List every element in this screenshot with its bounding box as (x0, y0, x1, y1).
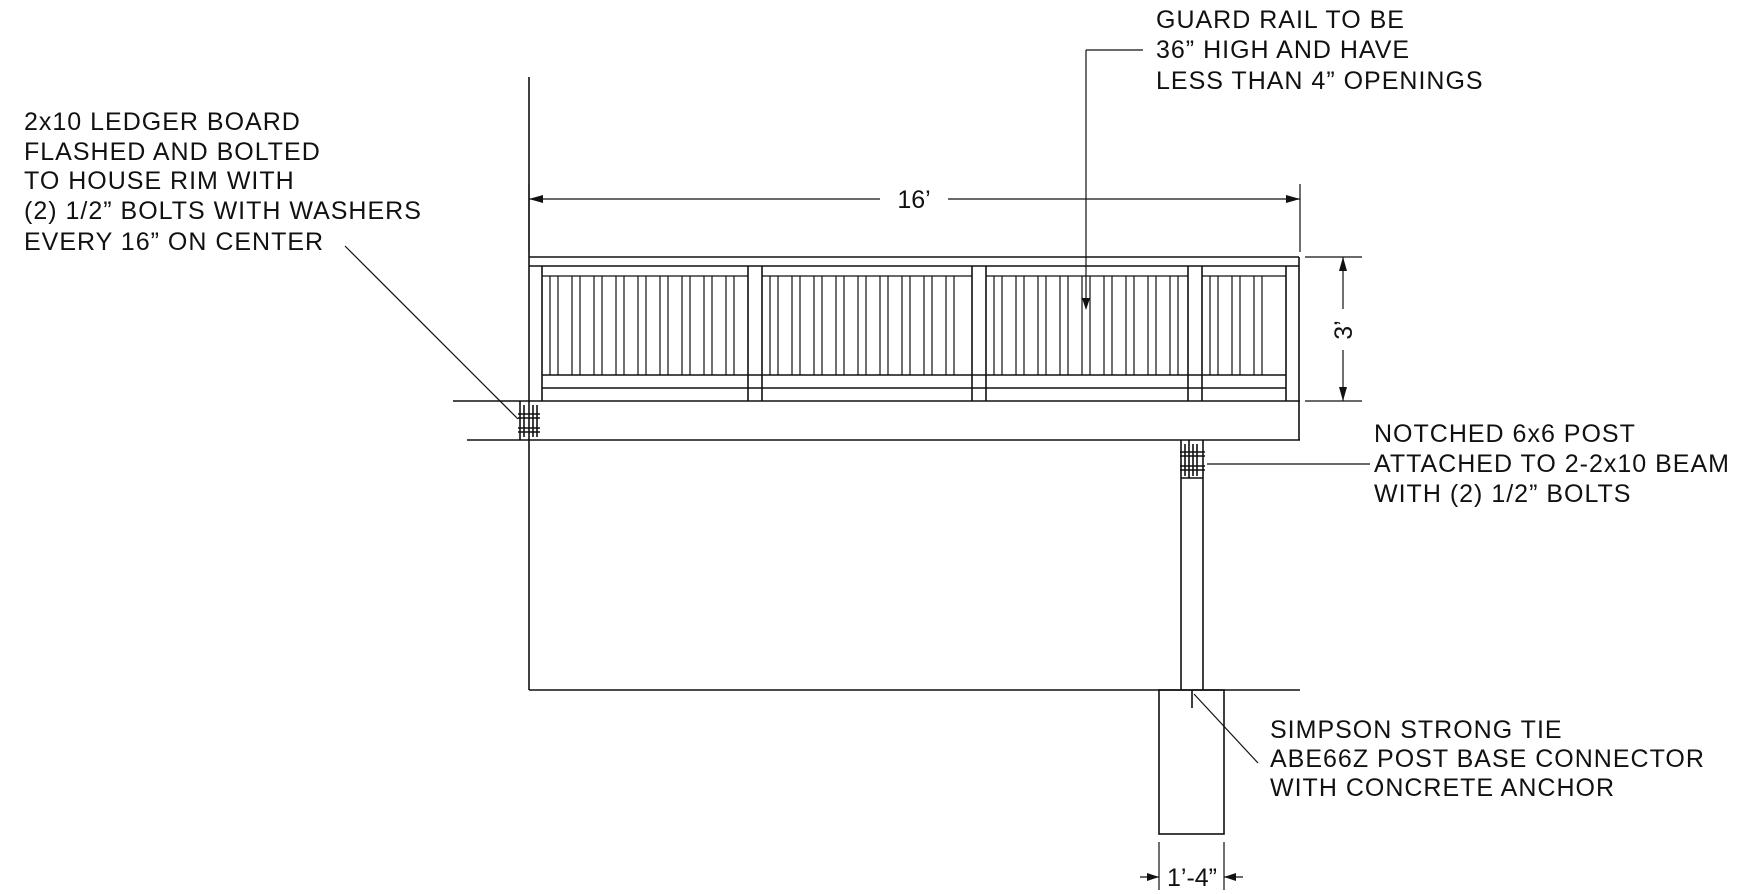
rail-height-dimension (1305, 256, 1362, 402)
post-note: NOTCHED 6x6 POST ATTACHED TO 2-2x10 BEAM… (1374, 420, 1738, 508)
ledger-note: 2x10 LEDGER BOARD FLASHED AND BOLTED TO … (24, 108, 430, 256)
footing-width-dimension (1140, 842, 1243, 890)
rail-post (747, 266, 763, 401)
guard-rail-note: GUARD RAIL TO BE 36” HIGH AND HAVE LESS … (1156, 6, 1484, 95)
rail-post (971, 266, 987, 401)
deck-width-label: 16’ (897, 186, 930, 214)
guard-rail-leader (1082, 49, 1143, 310)
simpson-leader (1193, 693, 1259, 764)
footing-width-label: 1’-4” (1167, 864, 1217, 892)
beam-bolt-detail (1180, 444, 1205, 476)
rail-post (1187, 266, 1203, 401)
concrete-footing (1158, 689, 1225, 835)
rail-height-label: 3’ (1330, 320, 1358, 339)
ledger-bolt-detail (518, 401, 540, 440)
balusters (542, 275, 1286, 375)
post (1180, 440, 1204, 690)
ledger-leader (344, 245, 519, 420)
simpson-note: SIMPSON STRONG TIE ABE66Z POST BASE CONN… (1270, 716, 1713, 802)
guard-rail (529, 256, 1299, 401)
deck-width-dimension (528, 184, 1301, 252)
